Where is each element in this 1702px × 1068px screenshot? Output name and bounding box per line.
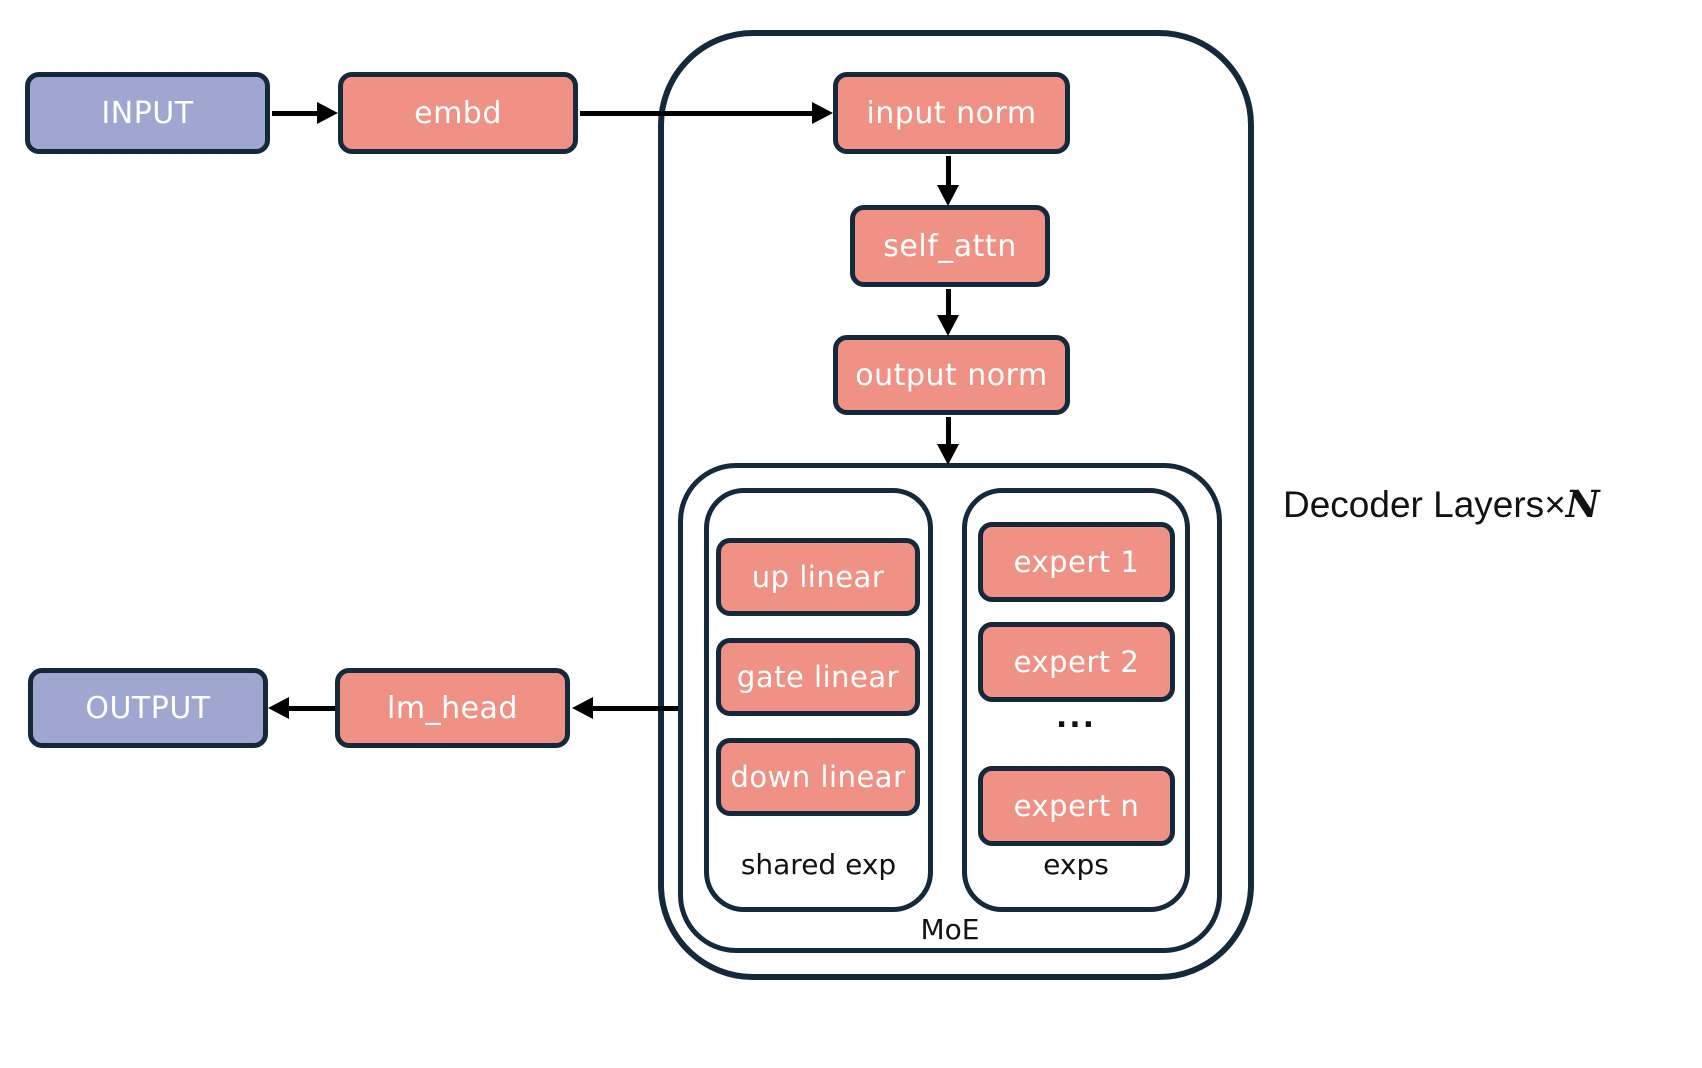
output-norm-node: output norm [833,335,1070,415]
arrow-embd-to-input-norm-line [580,111,814,116]
arrow-input-to-embd-line [272,111,320,116]
arrow-moe-to-lm-head-line [592,706,678,711]
input-norm-node: input norm [833,72,1070,154]
times-symbol: × [1544,484,1566,525]
exps-label: exps [1043,848,1109,881]
arrow-output-norm-to-moe-head [937,444,959,465]
up-linear-node-label: up linear [751,560,885,594]
decoder-layers-title-prefix: Decoder Layers [1283,484,1545,525]
up-linear-node: up linear [716,538,920,616]
arrow-input-to-embd-head [317,102,338,124]
arrow-self-attn-to-output-norm-head [937,315,959,336]
shared-exp-label: shared exp [740,848,897,881]
lm-head-node-label: lm_head [387,690,518,726]
self-attn-node: self_attn [850,205,1050,287]
input-norm-node-label: input norm [866,95,1037,131]
input-node-label: INPUT [101,95,194,131]
arrow-input-norm-to-self-attn-head [937,185,959,206]
experts-ellipsis: ... [1055,700,1097,735]
embd-node-label: embd [414,95,502,131]
arrow-output-norm-to-moe-line [946,417,951,447]
gate-linear-node-label: gate linear [736,660,900,694]
gate-linear-node: gate linear [716,638,920,716]
lm-head-node: lm_head [335,668,570,748]
arrow-embd-to-input-norm-head [812,102,833,124]
arrow-input-norm-to-self-attn-line [946,156,951,188]
decoder-layers-title: Decoder Layers×N [1283,482,1600,526]
output-norm-node-label: output norm [855,357,1048,393]
moe-label: MoE [920,913,980,946]
expert-n-node: expert n [978,766,1175,846]
self-attn-node-label: self_attn [883,228,1017,264]
expert-n-node-label: expert n [1013,789,1140,823]
expert-2-node: expert 2 [978,622,1175,702]
expert-2-node-label: expert 2 [1013,645,1140,679]
layer-count-variable: N [1565,482,1600,526]
down-linear-node-label: down linear [730,760,906,794]
arrow-moe-to-lm-head-head [572,697,593,719]
expert-1-node-label: expert 1 [1013,545,1140,579]
input-node: INPUT [25,72,270,154]
output-node-label: OUTPUT [85,690,211,726]
arrow-lm-head-to-output-head [268,697,289,719]
arrow-self-attn-to-output-norm-line [946,289,951,317]
expert-1-node: expert 1 [978,522,1175,602]
arrow-lm-head-to-output-line [287,706,335,711]
embd-node: embd [338,72,578,154]
down-linear-node: down linear [716,738,920,816]
output-node: OUTPUT [28,668,268,748]
